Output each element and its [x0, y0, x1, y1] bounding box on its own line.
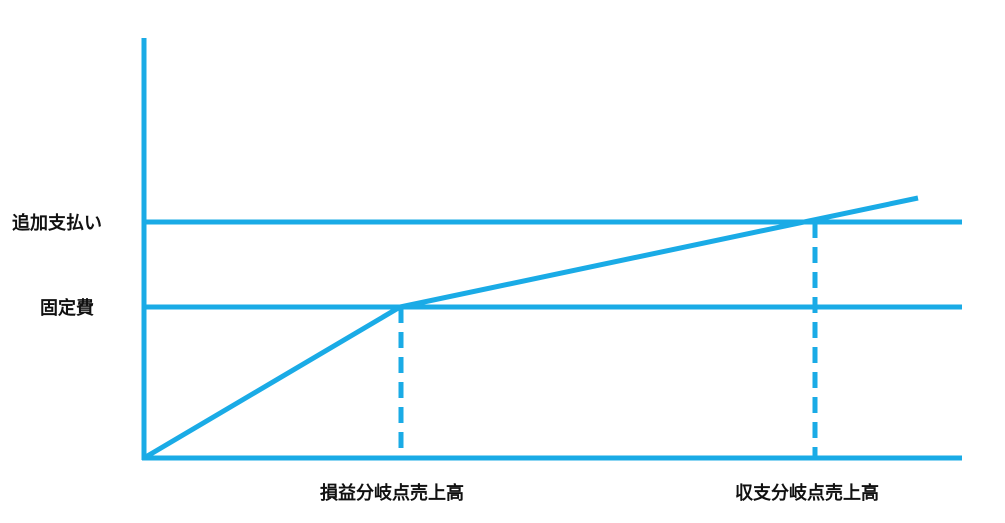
pl-breakeven-label: 損益分岐点売上高	[320, 483, 464, 504]
cost-curve	[142, 195, 919, 461]
cash-breakeven-label: 収支分岐点売上高	[735, 483, 879, 504]
fixed-cost-label: 固定費	[40, 298, 94, 319]
additional-payment-label: 追加支払い	[12, 213, 102, 234]
